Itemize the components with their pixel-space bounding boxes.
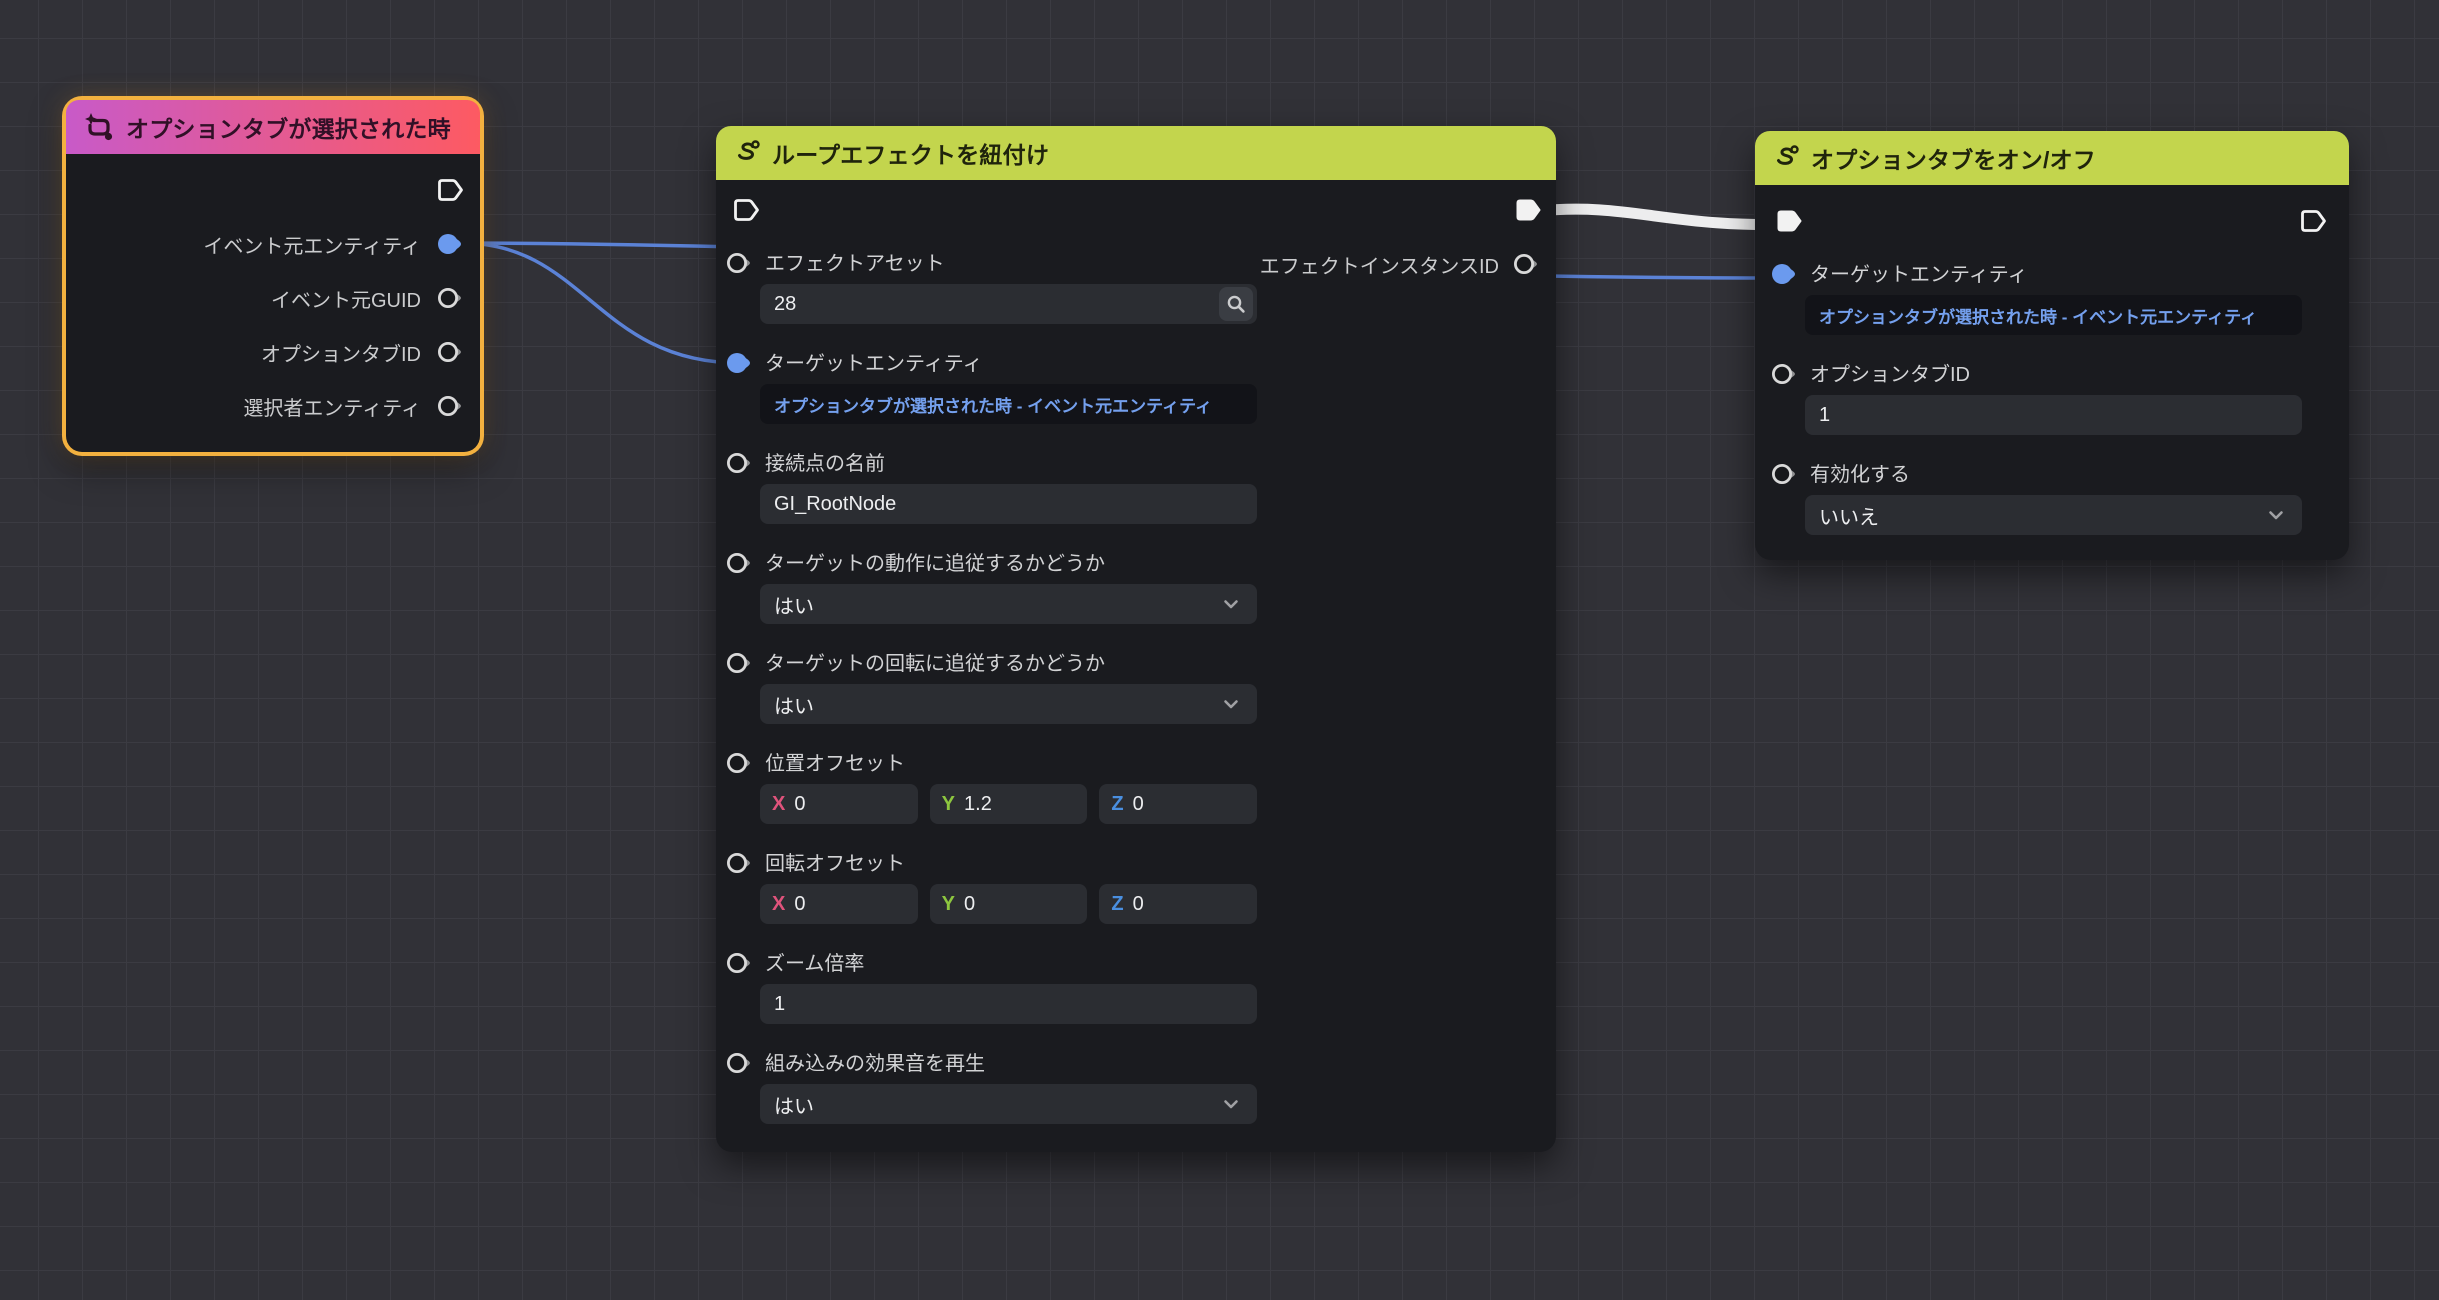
output-row-event-source-entity: イベント元エンティティ (66, 217, 480, 271)
option-tab-id-input[interactable]: 1 (1805, 395, 2302, 435)
attach-point-port-icon[interactable] (724, 448, 754, 478)
field-option-tab-id: オプションタブID 1 (1805, 361, 2302, 435)
field-position-offset: 位置オフセット X 0 Y 1.2 Z 0 (760, 750, 1258, 824)
node-title: ループエフェクトを紐付け (772, 142, 1050, 168)
enable-port-icon[interactable] (1769, 459, 1799, 489)
play-sfx-select[interactable]: はい (760, 1084, 1257, 1124)
field-target-entity: ターゲットエンティティ オプションタブが選択された時 - イベント元エンティティ (1805, 261, 2302, 335)
effect-instance-id-port-icon[interactable] (1511, 249, 1541, 279)
field-label: 組み込みの効果音を再生 (765, 1053, 985, 1075)
position-offset-y-input[interactable]: Y 1.2 (929, 784, 1088, 824)
rotation-offset-port-icon[interactable] (724, 848, 754, 878)
option-tab-id-port-icon[interactable] (1769, 359, 1799, 389)
node-attach-header[interactable]: ループエフェクトを紐付け (716, 126, 1556, 180)
enable-select[interactable]: いいえ (1805, 495, 2302, 535)
field-label: 接続点の名前 (765, 453, 885, 475)
field-zoom-factor: ズーム倍率 1 (760, 950, 1257, 1024)
port-label: イベント元GUID (271, 289, 421, 312)
position-offset-port-icon[interactable] (724, 748, 754, 778)
node-event-option-tab-selected[interactable]: オプションタブが選択された時 イベント元エンティティ イベント元GUID オプシ… (66, 100, 480, 452)
effect-asset-value: 28 (774, 292, 797, 315)
axis-y-label: Y (941, 792, 956, 815)
port-label: 選択者エンティティ (243, 397, 421, 420)
exec-input-port-icon[interactable] (732, 195, 762, 225)
effect-asset-port-icon[interactable] (724, 248, 754, 278)
tab-id-output-port-icon[interactable] (435, 337, 465, 367)
field-label: オプションタブID (1810, 364, 1970, 386)
axis-z-label: Z (1111, 792, 1124, 815)
axis-x-label: X (772, 792, 786, 815)
script-action-icon (1771, 143, 1801, 173)
port-label: イベント元エンティティ (203, 235, 421, 258)
node-title: オプションタブをオン/オフ (1811, 147, 2096, 173)
exec-output-port-icon[interactable] (2299, 206, 2329, 236)
follow-motion-select[interactable]: はい (760, 584, 1257, 624)
field-label: ズーム倍率 (765, 953, 865, 975)
effect-asset-input[interactable]: 28 (760, 284, 1257, 324)
field-label: エフェクトアセット (765, 253, 945, 275)
port-label: オプションタブID (261, 343, 421, 366)
follow-rotation-select[interactable]: はい (760, 684, 1257, 724)
node-toggle-option-tab[interactable]: オプションタブをオン/オフ ターゲットエンティティ オプションタブが選択された時… (1755, 131, 2349, 560)
follow-rotation-port-icon[interactable] (724, 648, 754, 678)
field-effect-asset: エフェクトアセット 28 (760, 250, 1257, 324)
field-target-entity: ターゲットエンティティ オプションタブが選択された時 - イベント元エンティティ (760, 350, 1257, 424)
effect-asset-search-button[interactable] (1219, 287, 1253, 321)
exec-input-port-icon[interactable] (1775, 206, 1805, 236)
field-rotation-offset: 回転オフセット X 0 Y 0 Z 0 (760, 850, 1258, 924)
exec-output-port-icon[interactable] (436, 175, 466, 205)
chevron-down-icon (1219, 592, 1243, 616)
chevron-down-icon (1219, 692, 1243, 716)
field-label: 回転オフセット (765, 853, 905, 875)
output-row-effect-instance-id: エフェクトインスタンスID (1260, 244, 1541, 284)
field-label: 位置オフセット (765, 753, 905, 775)
entity-output-port-icon[interactable] (435, 229, 465, 259)
position-offset-x-input[interactable]: X 0 (760, 784, 918, 824)
axis-x-label: X (772, 892, 786, 915)
field-label: 有効化する (1810, 464, 1910, 486)
output-row-selector-entity: 選択者エンティティ (66, 379, 480, 433)
axis-z-label: Z (1111, 892, 1124, 915)
script-action-icon (732, 138, 762, 168)
follow-motion-port-icon[interactable] (724, 548, 754, 578)
field-label: ターゲットの動作に追従するかどうか (765, 553, 1105, 575)
position-offset-z-input[interactable]: Z 0 (1099, 784, 1258, 824)
search-icon (1224, 292, 1248, 316)
rotation-offset-x-input[interactable]: X 0 (760, 884, 918, 924)
play-sfx-port-icon[interactable] (724, 1048, 754, 1078)
chevron-down-icon (2264, 503, 2288, 527)
output-row-option-tab-id: オプションタブID (66, 325, 480, 379)
rotation-offset-z-input[interactable]: Z 0 (1099, 884, 1258, 924)
event-trigger-icon (82, 110, 116, 144)
rotation-offset-y-input[interactable]: Y 0 (929, 884, 1088, 924)
wire-event-entity-to-attach-target[interactable] (461, 241, 741, 365)
field-play-builtin-sfx: 組み込みの効果音を再生 はい (760, 1050, 1257, 1124)
output-row-event-source-guid: イベント元GUID (66, 271, 480, 325)
target-entity-linked-value[interactable]: オプションタブが選択された時 - イベント元エンティティ (760, 384, 1257, 424)
exec-output-port-icon[interactable] (1514, 195, 1544, 225)
field-label: ターゲットエンティティ (1810, 264, 2028, 286)
attach-point-name-input[interactable]: GI_RootNode (760, 484, 1257, 524)
target-entity-port-icon[interactable] (724, 348, 754, 378)
target-entity-port-icon[interactable] (1769, 259, 1799, 289)
node-title: オプションタブが選択された時 (126, 116, 451, 142)
node-event-header[interactable]: オプションタブが選択された時 (66, 100, 480, 154)
zoom-factor-port-icon[interactable] (724, 948, 754, 978)
node-attach-loop-effect[interactable]: ループエフェクトを紐付け エフェクトインスタンスID エフェクトアセット 28 (716, 126, 1556, 1152)
field-enable: 有効化する いいえ (1805, 461, 2302, 535)
selector-output-port-icon[interactable] (435, 391, 465, 421)
axis-y-label: Y (941, 892, 956, 915)
field-attach-point-name: 接続点の名前 GI_RootNode (760, 450, 1257, 524)
field-label: ターゲットエンティティ (765, 353, 983, 375)
field-follow-motion: ターゲットの動作に追従するかどうか はい (760, 550, 1257, 624)
field-label: ターゲットの回転に追従するかどうか (765, 653, 1105, 675)
guid-output-port-icon[interactable] (435, 283, 465, 313)
target-entity-linked-value[interactable]: オプションタブが選択された時 - イベント元エンティティ (1805, 295, 2302, 335)
node-toggle-header[interactable]: オプションタブをオン/オフ (1755, 131, 2349, 185)
zoom-factor-input[interactable]: 1 (760, 984, 1257, 1024)
field-follow-rotation: ターゲットの回転に追従するかどうか はい (760, 650, 1257, 724)
chevron-down-icon (1219, 1092, 1243, 1116)
port-label: エフェクトインスタンスID (1259, 255, 1499, 278)
